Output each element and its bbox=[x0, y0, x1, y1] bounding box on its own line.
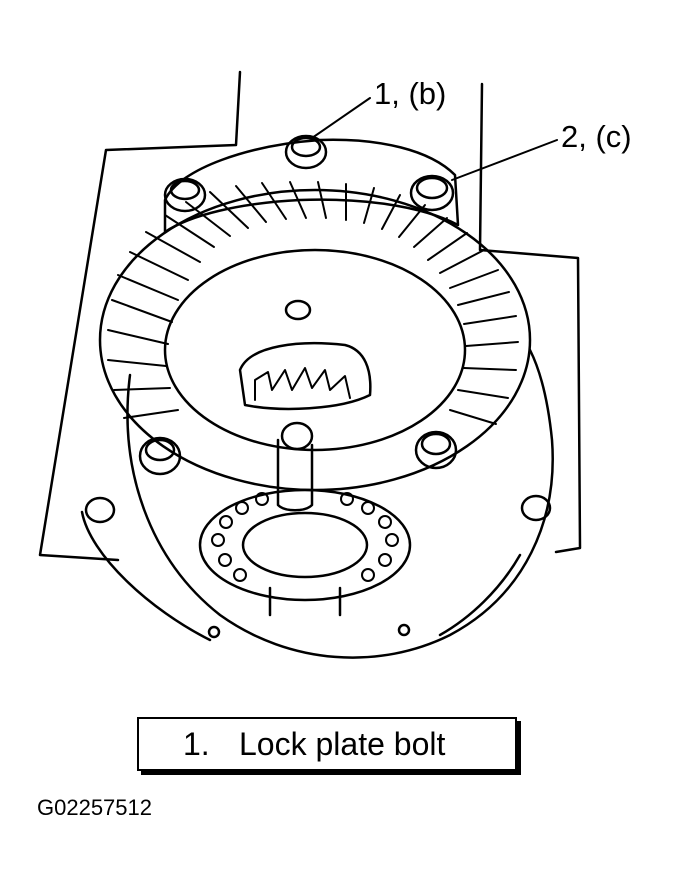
pinion-window bbox=[238, 342, 372, 411]
housing-flange bbox=[80, 510, 522, 642]
legend-text: Lock plate bolt bbox=[239, 725, 446, 762]
bolts bbox=[84, 134, 552, 639]
side-bearing bbox=[198, 488, 412, 602]
ring-gear-inner bbox=[163, 248, 467, 452]
lock-plate-bolt-1 bbox=[284, 134, 328, 170]
leader-line-1 bbox=[311, 97, 371, 139]
base-plate bbox=[38, 70, 582, 562]
legend-box: 1. Lock plate bolt bbox=[137, 717, 517, 771]
lock-plate bbox=[276, 438, 314, 512]
figure-id: G02257512 bbox=[37, 795, 152, 820]
legend-number: 1. bbox=[183, 725, 210, 762]
bearing-race bbox=[241, 511, 369, 579]
differential-housing bbox=[126, 348, 554, 659]
ring-gear-teeth bbox=[107, 181, 519, 425]
pinion-gear bbox=[254, 367, 351, 401]
bearing-cap bbox=[163, 138, 460, 234]
differential-assembly-drawing bbox=[38, 70, 582, 659]
bearing-rollers bbox=[211, 492, 399, 582]
bearing-boss bbox=[268, 586, 342, 617]
callout-label-1: 1, (b) bbox=[374, 76, 447, 111]
callout-label-2: 2, (c) bbox=[561, 119, 632, 154]
bolt-2 bbox=[409, 174, 455, 212]
leader-line-2 bbox=[451, 139, 558, 181]
